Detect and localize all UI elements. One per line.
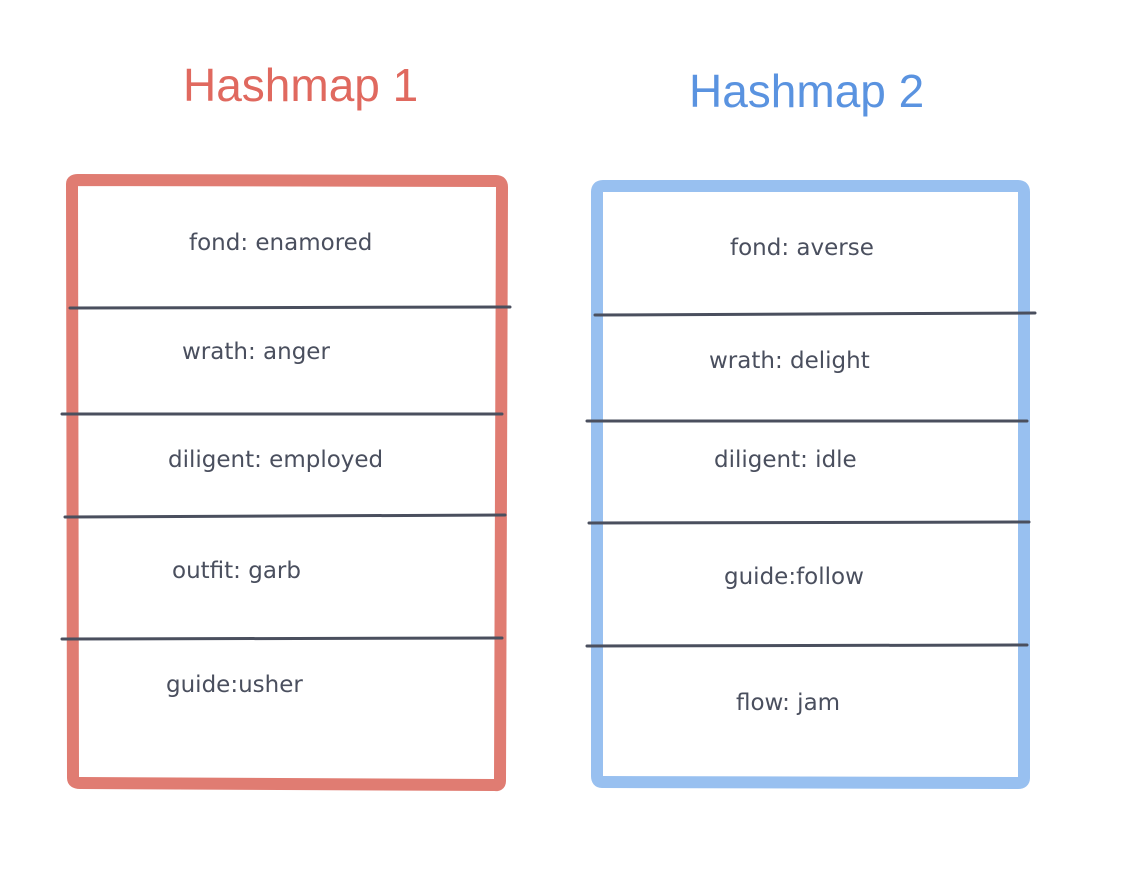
hashmap-2-entry: fond: averse (730, 235, 874, 261)
hashmap-2-divider (587, 520, 1031, 525)
hashmap-1-entry: wrath: anger (182, 339, 330, 365)
hashmap-1-entry: fond: enamored (189, 230, 373, 256)
hashmap-2-entry: diligent: idle (714, 447, 857, 473)
hashmap-1-entry: outfit: garb (172, 558, 301, 584)
hashmap-2-box (591, 180, 1030, 789)
hashmap-2-divider (593, 311, 1037, 317)
hashmap-1-box (66, 174, 508, 792)
hashmap-1-divider (60, 636, 504, 641)
hashmap-1-entry: diligent: employed (168, 447, 384, 473)
hashmap-2-divider (585, 643, 1029, 648)
hashmap-2-entry: guide:follow (724, 564, 864, 590)
hashmap-2-entry: flow: jam (736, 690, 841, 716)
hashmap-1-divider (68, 305, 512, 310)
hashmap-2-entry: wrath: delight (709, 348, 870, 374)
hashmap-1-entry: guide:usher (166, 672, 303, 698)
hashmap-1-divider (63, 513, 507, 519)
hashmap-2-title: Hashmap 2 (689, 65, 925, 117)
hashmap-1-title: Hashmap 1 (183, 59, 419, 111)
